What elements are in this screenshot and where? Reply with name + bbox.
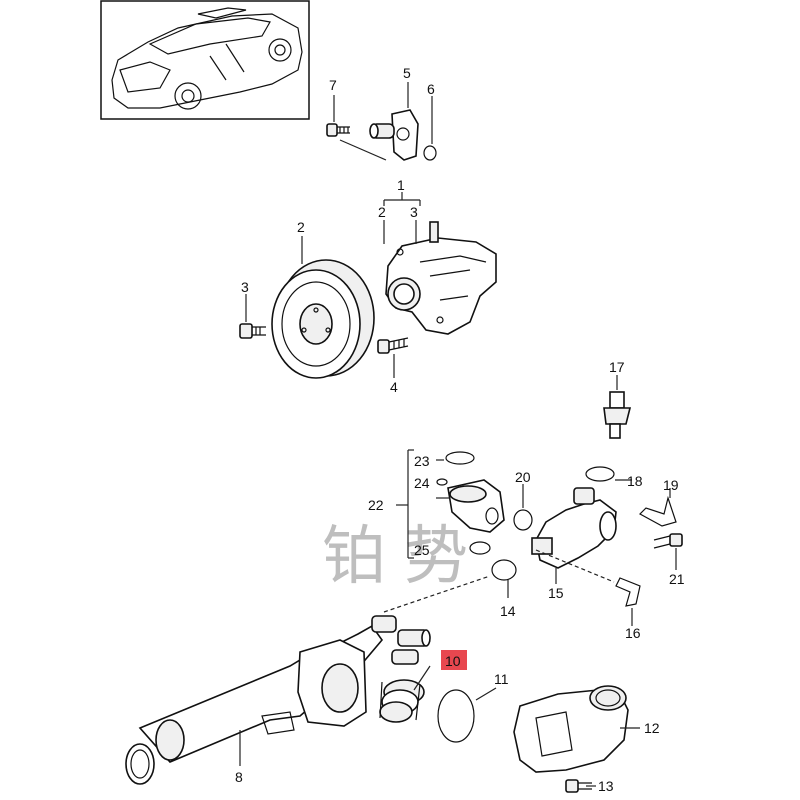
temp-sensor-17 [603, 391, 632, 439]
callout-16: 16 [625, 625, 641, 641]
o-ring-14 [491, 559, 517, 581]
callout-7: 7 [329, 77, 337, 93]
callout-17: 17 [609, 359, 625, 375]
callout-14: 14 [500, 603, 516, 619]
callout-18: 18 [627, 473, 643, 489]
callout-24: 24 [414, 475, 430, 491]
bolt-3 [239, 323, 266, 339]
callout-11: 11 [494, 671, 509, 687]
callout-3: 3 [410, 204, 418, 220]
callout-10-highlight [441, 650, 467, 670]
o-ring-20 [513, 509, 533, 531]
bolt-21 [653, 533, 683, 549]
elbow-housing-22 [447, 479, 505, 533]
callout-8: 8 [235, 769, 243, 785]
suv-icon [111, 7, 303, 110]
vehicle-thumbnail [100, 0, 310, 120]
callout-25: 25 [414, 542, 430, 558]
callout-21: 21 [669, 571, 685, 587]
watermark-char-2: 势 [404, 520, 468, 594]
callout-4: 4 [390, 379, 398, 395]
watermark: 铂 势 [322, 520, 468, 594]
callout-6: 6 [427, 81, 435, 97]
bolt-13 [565, 779, 592, 793]
outlet-housing-12 [513, 685, 629, 773]
flange-pipe-5 [369, 109, 419, 161]
callout-labels: 1 2 2 3 3 4 5 6 7 8 10 11 12 13 14 15 16… [235, 65, 685, 794]
callout-15: 15 [548, 585, 564, 601]
bolt-7 [326, 123, 350, 137]
coolant-pipe-8 [125, 615, 431, 785]
callout-12: 12 [644, 720, 660, 736]
thermostat-housing-15 [531, 487, 617, 569]
ring-25 [469, 541, 491, 555]
water-pump-1 [385, 221, 497, 335]
clip-16 [615, 577, 641, 607]
clip-24 [436, 478, 448, 486]
callout-5: 5 [403, 65, 411, 81]
callout-1: 1 [397, 177, 405, 193]
o-ring-6 [423, 145, 437, 161]
thermostat-10 [379, 679, 425, 723]
callout-10: 10 [445, 653, 461, 669]
callout-13: 13 [598, 778, 614, 794]
callout-20: 20 [515, 469, 531, 485]
callout-3-bolt: 3 [241, 279, 249, 295]
callout-23: 23 [414, 453, 430, 469]
bolt-4 [377, 337, 409, 354]
callout-2-pulley: 2 [297, 219, 305, 235]
seal-ring-11 [437, 689, 475, 743]
callout-22: 22 [368, 497, 384, 513]
callout-2: 2 [378, 204, 386, 220]
clip-19 [639, 495, 677, 527]
pulley-2 [271, 259, 375, 379]
callout-19: 19 [663, 477, 679, 493]
o-ring-23 [445, 451, 475, 465]
o-ring-18 [585, 466, 615, 482]
watermark-char-1: 铂 [322, 520, 386, 594]
